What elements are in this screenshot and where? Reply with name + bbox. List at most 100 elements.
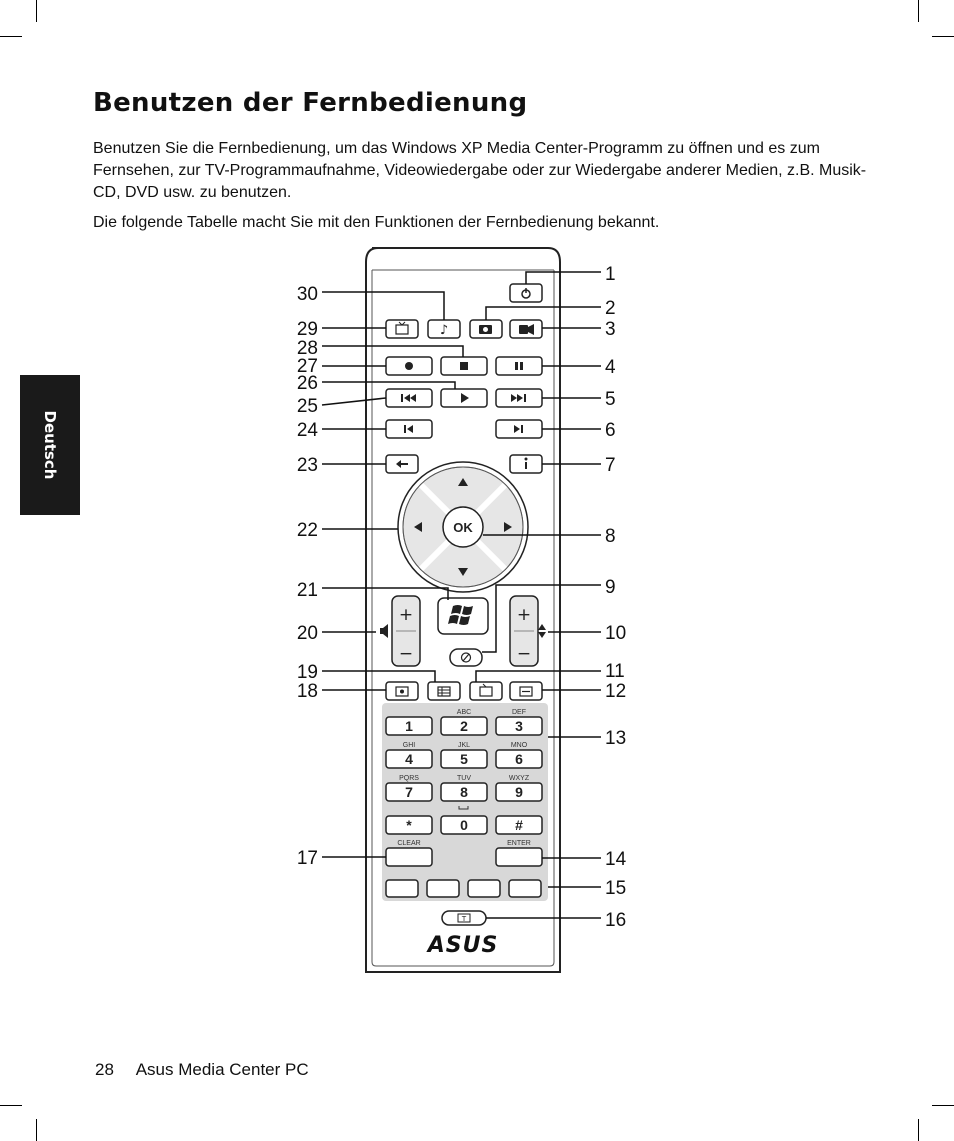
dvd-menu-button[interactable] bbox=[509, 681, 543, 701]
more-info-button[interactable] bbox=[509, 454, 543, 474]
callout-7: 7 bbox=[605, 455, 616, 476]
mute-icon bbox=[460, 652, 472, 663]
keypad-digit: 2 bbox=[460, 718, 468, 734]
crop-mark bbox=[932, 36, 954, 37]
channel-rocker[interactable]: + − bbox=[509, 595, 539, 667]
keypad-key[interactable]: 1 bbox=[385, 716, 433, 736]
dvd-menu-icon bbox=[519, 686, 533, 697]
teletext-button[interactable]: T bbox=[441, 910, 487, 926]
live-tv-button[interactable] bbox=[385, 319, 419, 339]
back-button[interactable] bbox=[385, 454, 419, 474]
record-button[interactable] bbox=[385, 356, 433, 376]
callout-5: 5 bbox=[605, 389, 616, 410]
pause-button[interactable] bbox=[495, 356, 543, 376]
keypad-key[interactable]: 8 TUV bbox=[440, 775, 488, 802]
keypad-digit: 5 bbox=[460, 751, 468, 767]
keypad-letters: TUV bbox=[457, 775, 471, 782]
footer-title: Asus Media Center PC bbox=[135, 1060, 309, 1079]
keypad-key[interactable]: 3 DEF bbox=[495, 709, 543, 736]
keypad-digit: 1 bbox=[405, 718, 413, 734]
language-side-tab: Deutsch bbox=[20, 375, 80, 515]
video-button[interactable] bbox=[509, 319, 543, 339]
callout-4: 4 bbox=[605, 357, 616, 378]
mute-button[interactable] bbox=[449, 648, 483, 667]
ok-button[interactable]: OK bbox=[442, 506, 484, 548]
callout-18: 18 bbox=[297, 681, 318, 702]
keypad-digit: 8 bbox=[460, 784, 468, 800]
callout-21: 21 bbox=[297, 580, 318, 601]
callout-12: 12 bbox=[605, 681, 626, 702]
keypad-key[interactable]: # bbox=[495, 815, 543, 835]
callout-numbers-left: 30 29 28 27 26 25 24 23 22 21 20 19 18 1… bbox=[297, 284, 319, 869]
color-button-3[interactable] bbox=[467, 879, 501, 898]
skip-forward-button[interactable] bbox=[495, 419, 543, 439]
guide-button[interactable] bbox=[427, 681, 461, 701]
callout-1: 1 bbox=[605, 264, 616, 285]
keypad-digit: 3 bbox=[515, 718, 523, 734]
guide-icon bbox=[437, 686, 451, 697]
callout-10: 10 bbox=[605, 623, 626, 644]
power-button[interactable] bbox=[509, 283, 543, 303]
color-button-4[interactable] bbox=[508, 879, 542, 898]
record-icon bbox=[405, 362, 413, 370]
info-icon bbox=[524, 457, 528, 469]
pictures-button[interactable] bbox=[469, 319, 503, 339]
enter-button[interactable]: ENTER bbox=[495, 840, 543, 867]
color-button-2[interactable] bbox=[426, 879, 460, 898]
keypad-letters: GHI bbox=[403, 742, 416, 749]
keypad-key[interactable]: * bbox=[385, 815, 433, 835]
skip-back-button[interactable] bbox=[385, 419, 433, 439]
left-arrow-icon bbox=[414, 522, 422, 532]
callout-14: 14 bbox=[605, 849, 627, 870]
start-button[interactable] bbox=[437, 597, 489, 635]
rewind-button[interactable] bbox=[385, 388, 433, 408]
svg-text:T: T bbox=[461, 915, 467, 923]
clear-label: CLEAR bbox=[397, 840, 420, 847]
keypad-letters: ABC bbox=[457, 709, 471, 716]
callout-16: 16 bbox=[605, 910, 626, 931]
camera-icon bbox=[479, 325, 492, 334]
callout-20: 20 bbox=[297, 623, 318, 644]
volume-down-icon: − bbox=[399, 644, 413, 664]
callout-24: 24 bbox=[297, 420, 319, 441]
live-tv-icon bbox=[479, 683, 493, 697]
crop-mark bbox=[918, 1119, 919, 1141]
stop-button[interactable] bbox=[440, 356, 488, 376]
ok-label: OK bbox=[453, 520, 473, 535]
keypad-letters: PQRS bbox=[399, 775, 419, 782]
live-tv-return-button[interactable] bbox=[469, 681, 503, 701]
stop-icon bbox=[460, 362, 468, 370]
play-button[interactable] bbox=[440, 388, 488, 408]
crop-mark bbox=[36, 0, 37, 22]
keypad-digit: 6 bbox=[515, 751, 523, 767]
callout-3: 3 bbox=[605, 319, 616, 340]
recorded-tv-button[interactable] bbox=[385, 681, 419, 701]
keypad-digit: 9 bbox=[515, 784, 523, 800]
up-arrow-icon bbox=[458, 478, 468, 486]
callout-25: 25 bbox=[297, 396, 318, 417]
back-arrow-icon bbox=[396, 460, 408, 468]
asus-logo: ASUS bbox=[426, 933, 499, 958]
keypad-key[interactable]: 7 PQRS bbox=[385, 775, 433, 802]
keypad-digit: 7 bbox=[405, 784, 413, 800]
color-button-1[interactable] bbox=[385, 879, 419, 898]
fast-forward-button[interactable] bbox=[495, 388, 543, 408]
volume-rocker[interactable]: + − bbox=[391, 595, 421, 667]
music-button[interactable]: ♪ bbox=[427, 319, 461, 339]
callout-9: 9 bbox=[605, 577, 616, 598]
play-icon bbox=[461, 393, 469, 403]
channel-down-icon: − bbox=[517, 644, 531, 664]
keypad-letters: DEF bbox=[512, 709, 526, 716]
callout-11: 11 bbox=[605, 661, 625, 682]
table-intro-paragraph: Die folgende Tabelle macht Sie mit den F… bbox=[93, 214, 660, 231]
callout-22: 22 bbox=[297, 520, 318, 541]
right-arrow-icon bbox=[504, 522, 512, 532]
keypad-key[interactable]: 0 bbox=[440, 815, 488, 835]
callout-13: 13 bbox=[605, 728, 626, 749]
keypad-key[interactable]: 2 ABC bbox=[440, 709, 488, 736]
power-icon bbox=[521, 288, 531, 299]
